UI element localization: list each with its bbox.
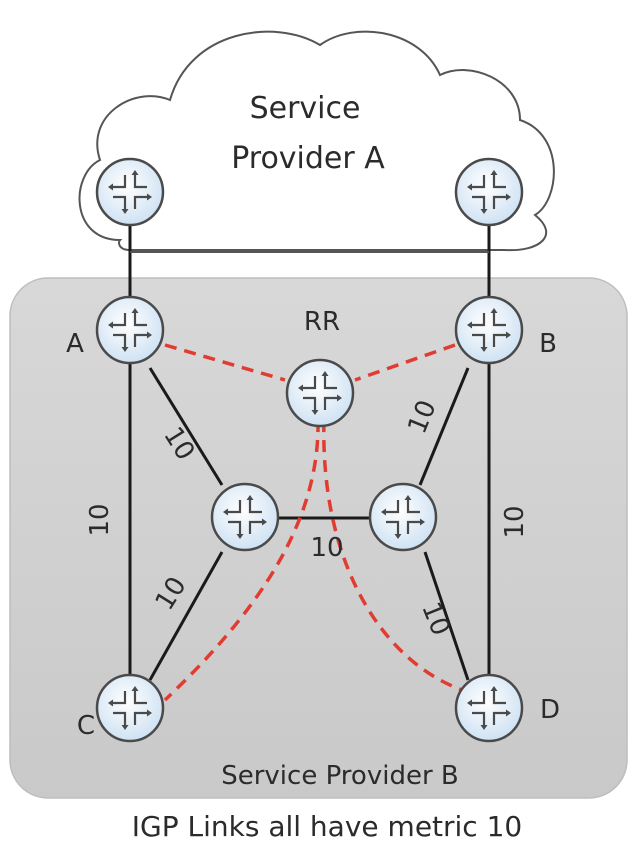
router-d-icon	[454, 673, 524, 743]
router-spa-right-icon	[454, 157, 524, 227]
metric-a-c: 10	[85, 503, 115, 536]
service-provider-a-cloud	[78, 30, 555, 252]
router-a-label: A	[66, 329, 84, 359]
router-d-label: D	[540, 695, 560, 725]
session-rr-c	[163, 419, 320, 702]
metric-b-d: 10	[500, 505, 530, 538]
metric-mid-left-mid-right: 10	[310, 533, 343, 563]
router-mid-right-icon	[368, 482, 438, 552]
ibgp-sessions	[163, 343, 463, 702]
session-b-rr	[354, 343, 456, 382]
router-a-icon	[95, 295, 165, 365]
router-rr-icon	[285, 358, 355, 428]
igp-links	[128, 220, 491, 681]
link-b-mid-right	[418, 367, 470, 486]
router-c-label: C	[77, 711, 95, 741]
link-mid-right-d	[423, 551, 470, 681]
router-spa-left-icon	[95, 157, 165, 227]
router-rr-label: RR	[304, 307, 340, 337]
session-rr-d	[322, 419, 463, 692]
cloud-title-line2: Provider A	[231, 141, 385, 176]
link-mid-left-c	[148, 551, 224, 681]
router-c-icon	[95, 673, 165, 743]
router-mid-left-icon	[210, 482, 280, 552]
link-a-mid-left	[148, 367, 224, 486]
cloud-title-line1: Service	[250, 91, 361, 126]
router-b-icon	[454, 295, 524, 365]
routers	[95, 157, 524, 743]
router-b-label: B	[539, 329, 557, 359]
session-a-rr	[164, 343, 286, 382]
region-title: Service Provider B	[221, 761, 459, 791]
caption: IGP Links all have metric 10	[132, 810, 522, 843]
service-provider-b-region	[9, 277, 628, 799]
